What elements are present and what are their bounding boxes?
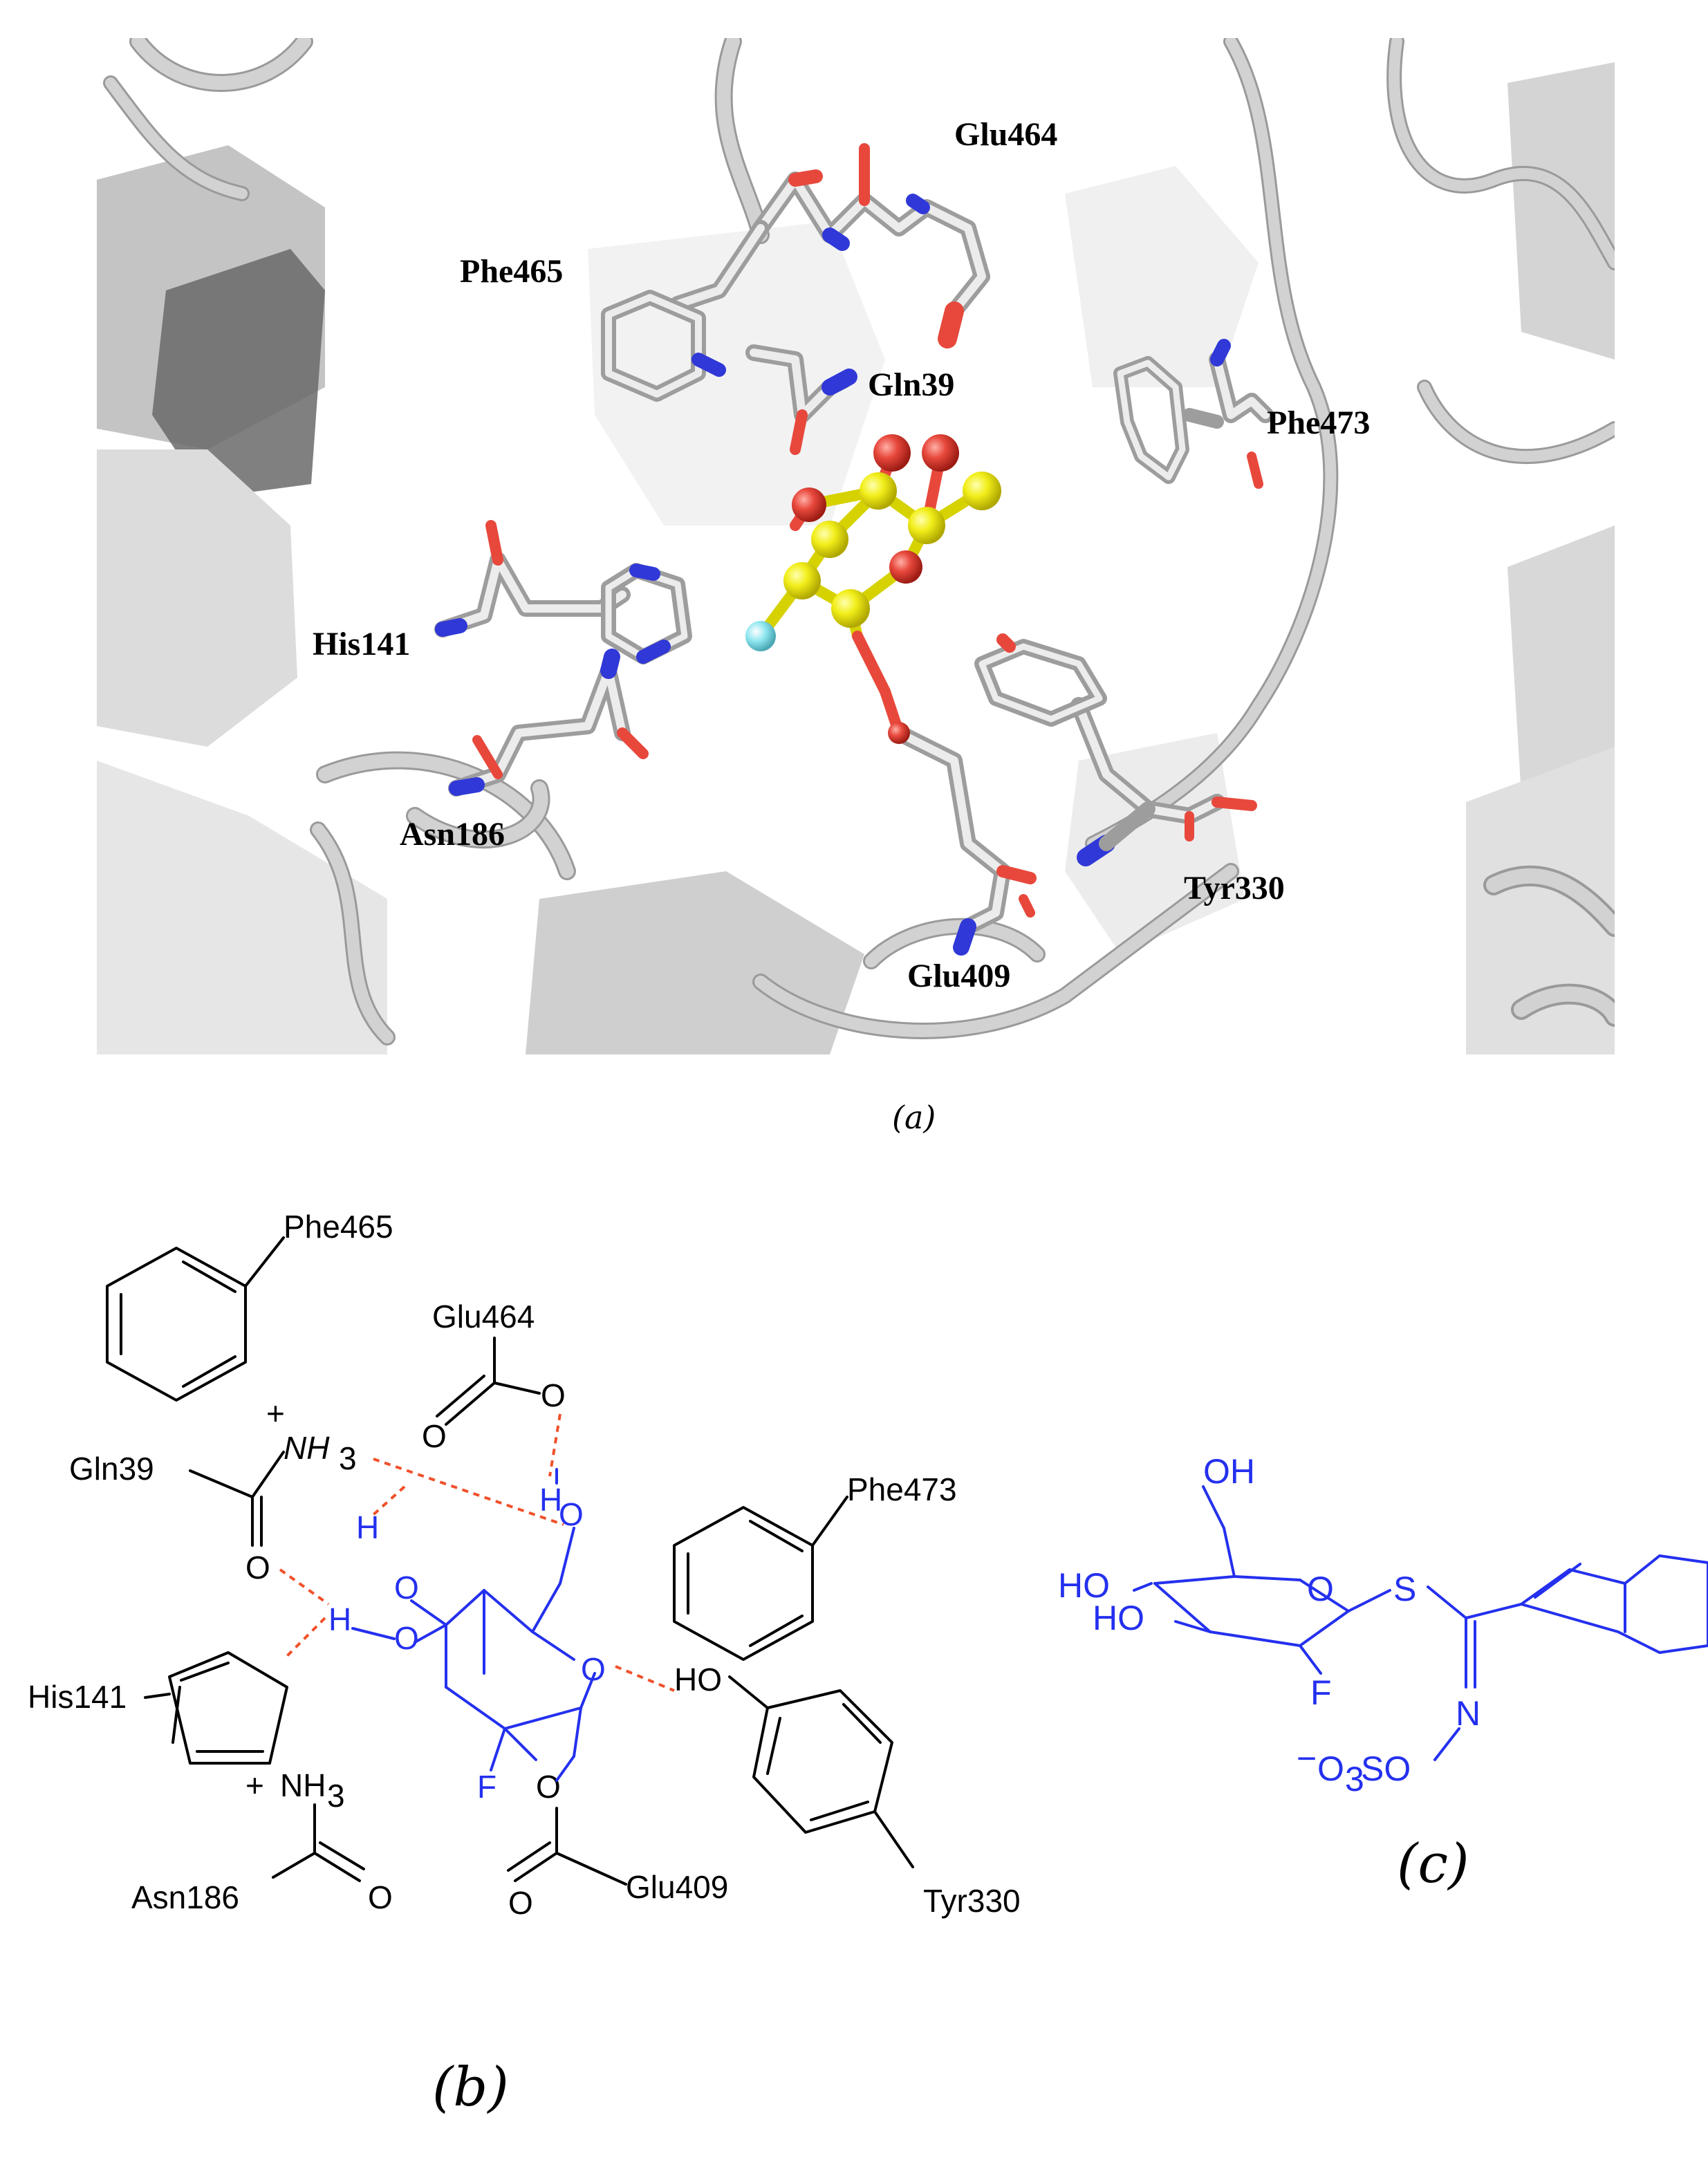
c-oh: OH: [1203, 1452, 1255, 1491]
panel-a-label: (a): [892, 1099, 936, 1136]
b-tyr330: Tyr330: [923, 1883, 1021, 1919]
c-o-3: O: [1317, 1749, 1344, 1788]
label-tyr330: Tyr330: [1184, 870, 1285, 906]
c-ho-2: HO: [1093, 1599, 1144, 1637]
panel-a-labels: Glu464 Phe465 Gln39 Phe473 His141 Asn186…: [313, 116, 1370, 994]
b-lig-f: F: [477, 1769, 496, 1805]
b-lig-o1: O: [394, 1570, 419, 1606]
c-s: S: [1393, 1570, 1416, 1608]
b-lig-h2: H: [356, 1509, 379, 1545]
b-gln39-nh3: NH: [284, 1430, 330, 1466]
label-glu464: Glu464: [954, 116, 1057, 153]
panel-c-structure: OH O HO HO F S N − O 3 SO: [1058, 1452, 1708, 1798]
label-gln39: Gln39: [868, 366, 954, 403]
b-asn186: Asn186: [131, 1879, 239, 1915]
c-f: F: [1310, 1673, 1332, 1712]
panel-b-label: (b): [432, 2056, 509, 2119]
b-gln39-plus: +: [266, 1395, 285, 1431]
b-phe473: Phe473: [847, 1471, 957, 1507]
label-phe465: Phe465: [460, 253, 563, 290]
panel-a-render: [97, 38, 1615, 1054]
label-his141: His141: [313, 626, 410, 662]
c-ring-o: O: [1307, 1570, 1334, 1608]
b-lig-ring-o: O: [581, 1651, 606, 1687]
ligand-model: [745, 434, 1001, 744]
b-asn186-plus: +: [245, 1767, 264, 1803]
c-minus: −: [1297, 1739, 1317, 1778]
b-tyr330-ho: HO: [674, 1662, 722, 1698]
b-ligand: O O O O F H H H: [328, 1468, 606, 1805]
label-phe473: Phe473: [1267, 404, 1370, 441]
c-ho-1: HO: [1058, 1566, 1110, 1605]
b-asn186-o: O: [368, 1879, 393, 1915]
b-glu409-o: O: [508, 1885, 533, 1921]
b-gln39-sub3: 3: [339, 1440, 357, 1476]
b-glu464-o2: O: [541, 1377, 566, 1413]
label-glu409: Glu409: [907, 958, 1010, 994]
b-glu464: Glu464: [432, 1299, 535, 1335]
c-sub3: 3: [1345, 1760, 1364, 1798]
b-lig-h1: H: [539, 1482, 562, 1518]
panel-b-diagram: Phe465 Glu464 O O Gln39 + NH 3 O Phe473 …: [28, 1209, 1021, 1921]
b-lig-h3: H: [328, 1601, 351, 1637]
b-glu409: Glu409: [626, 1869, 728, 1905]
b-lig-o2: O: [394, 1620, 419, 1656]
c-n: N: [1456, 1694, 1480, 1733]
b-hbonds: [279, 1413, 675, 1692]
b-glu464-o1: O: [422, 1418, 447, 1454]
b-glu409-o-ether: O: [536, 1769, 561, 1805]
b-gln39: Gln39: [69, 1451, 154, 1487]
b-asn186-nh3: NH: [280, 1767, 326, 1803]
b-his141: His141: [28, 1679, 127, 1715]
c-so: SO: [1361, 1749, 1411, 1788]
b-gln39-o: O: [245, 1550, 270, 1585]
label-asn186: Asn186: [400, 816, 505, 853]
b-phe465: Phe465: [284, 1209, 393, 1245]
panel-c-label: (c): [1397, 1833, 1469, 1895]
b-asn186-sub3: 3: [327, 1778, 345, 1814]
b-lig-o3: O: [559, 1496, 584, 1532]
